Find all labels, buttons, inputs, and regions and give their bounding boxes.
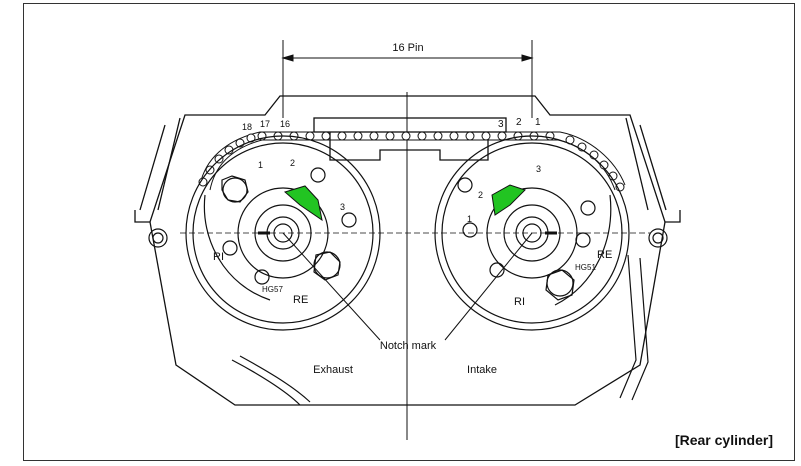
exhaust-mark-hg57: HG57 bbox=[262, 285, 283, 294]
notch-mark-label: Notch mark bbox=[380, 340, 437, 352]
intake-mark-ri: RI bbox=[514, 296, 525, 308]
side-bolt-right bbox=[648, 228, 668, 248]
intake-mark-2: 2 bbox=[478, 190, 483, 200]
chain-pin bbox=[449, 131, 459, 141]
chain-pin bbox=[481, 131, 491, 141]
intake-sprocket bbox=[434, 135, 630, 331]
chain-pin bbox=[401, 131, 411, 141]
exhaust-mark-2: 2 bbox=[290, 158, 295, 168]
chain-pin bbox=[214, 154, 224, 164]
exhaust-mark-ri: RI bbox=[213, 251, 224, 263]
pin-number-18: 18 bbox=[242, 122, 252, 132]
exhaust-mark-1: 1 bbox=[258, 160, 263, 170]
chain-pin bbox=[465, 131, 475, 141]
pin-number-1: 1 bbox=[535, 117, 541, 128]
exhaust-mark-3: 3 bbox=[340, 202, 345, 212]
figure-caption: [Rear cylinder] bbox=[674, 432, 773, 448]
intake-mark-3: 3 bbox=[536, 164, 541, 174]
chain-pin bbox=[337, 131, 347, 141]
exhaust-sprocket-marks: RI RE HG57 2 1 3 bbox=[213, 158, 345, 306]
chain-pin bbox=[385, 131, 395, 141]
dimension-16-pin bbox=[281, 40, 534, 118]
chain-pin bbox=[353, 131, 363, 141]
intake-mark-hg51: HG51 bbox=[575, 263, 596, 272]
side-bolt-left bbox=[148, 228, 168, 248]
exhaust-mark-re: RE bbox=[293, 294, 308, 306]
pin-number-3: 3 bbox=[498, 119, 504, 130]
intake-mark-1: 1 bbox=[467, 214, 472, 224]
notch-mark-leaders bbox=[282, 232, 533, 341]
chain-pin bbox=[599, 160, 609, 170]
intake-mark-re: RE bbox=[597, 249, 612, 261]
chain-pin bbox=[513, 131, 523, 141]
chain-pin bbox=[497, 131, 507, 141]
intake-label: Intake bbox=[467, 364, 497, 376]
pin-number-17: 17 bbox=[260, 119, 270, 129]
chain-pin bbox=[321, 131, 331, 141]
chain-pin bbox=[433, 131, 443, 141]
chain-pin bbox=[369, 131, 379, 141]
pin-number-16: 16 bbox=[280, 119, 290, 129]
intake-highlight-mark bbox=[491, 184, 526, 216]
pin-number-labels: 18 17 16 3 2 1 bbox=[242, 117, 541, 132]
chain-pin bbox=[417, 131, 427, 141]
lower-chain-guides bbox=[231, 254, 649, 406]
dimension-label: 16 Pin bbox=[392, 42, 423, 54]
intake-sprocket-marks: RI RE HG51 3 2 1 bbox=[467, 164, 612, 308]
exhaust-sprocket bbox=[185, 135, 381, 331]
pin-number-2: 2 bbox=[516, 117, 522, 128]
exhaust-label: Exhaust bbox=[313, 364, 353, 376]
exhaust-highlight-mark bbox=[283, 185, 323, 222]
